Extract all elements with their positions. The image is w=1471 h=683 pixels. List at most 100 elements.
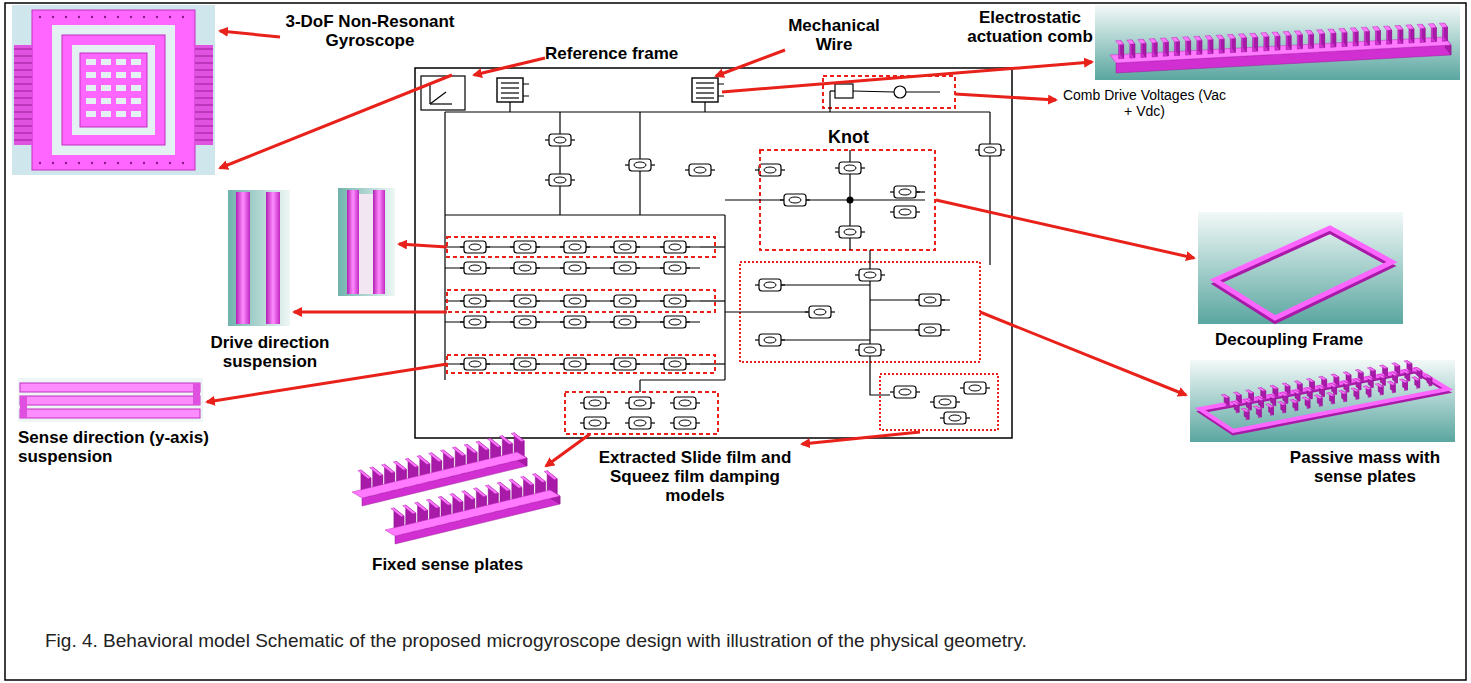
sense-plate <box>497 482 510 491</box>
beam-symbol <box>844 229 856 235</box>
frame-edge <box>1215 228 1392 318</box>
beam-symbol <box>589 400 601 406</box>
beam-symbol <box>614 241 636 253</box>
figure-caption: Fig. 4. Behavioral model Schematic of th… <box>45 630 1027 651</box>
beam-symbol <box>569 361 581 367</box>
gyro-comb <box>195 140 213 141</box>
beam-symbol <box>614 316 636 328</box>
beam-symbol <box>859 269 881 281</box>
beam-symbol <box>664 262 686 274</box>
wire <box>853 91 894 92</box>
wire <box>829 91 830 112</box>
beam-symbol <box>864 347 876 353</box>
gyro-frame <box>62 35 165 145</box>
wire <box>704 102 705 112</box>
wire <box>640 379 725 380</box>
sense-plate <box>1243 399 1251 403</box>
leader-arrow <box>980 312 1186 395</box>
gyro-slot <box>101 59 111 65</box>
source-symbol <box>894 86 906 98</box>
beam-symbol <box>549 174 571 186</box>
gyro-hole <box>91 16 93 18</box>
schematic <box>421 76 1005 434</box>
reference-frame-symbol <box>421 76 465 110</box>
wire <box>700 300 725 301</box>
beam-symbol <box>614 358 636 370</box>
group-outline <box>880 374 998 430</box>
comb-symbol <box>696 92 714 93</box>
beam-symbol <box>969 385 981 391</box>
source-symbol <box>835 84 853 98</box>
beam-symbol <box>519 244 531 250</box>
sense-plate <box>464 444 477 453</box>
wire <box>724 215 725 380</box>
picture-ground <box>228 190 290 326</box>
sense-plate <box>1412 377 1420 381</box>
comb-finger <box>1138 39 1146 43</box>
wire <box>870 362 890 395</box>
sense-plate <box>1400 379 1408 383</box>
callout-label: Mechanical Wire <box>778 16 890 54</box>
comb-finger <box>1116 40 1124 44</box>
group-outline <box>447 237 715 257</box>
beam-symbol <box>894 206 916 218</box>
beam-symbol <box>514 295 536 307</box>
callout-label: Sense direction (y-axis) suspension <box>18 428 233 466</box>
suspension-beam <box>20 409 200 418</box>
beam-symbol <box>564 358 586 370</box>
beam-symbol <box>519 319 531 325</box>
beam-symbol <box>614 295 636 307</box>
sense-plate <box>511 433 524 442</box>
sense-plate <box>405 458 418 467</box>
gyro-comb <box>195 98 213 99</box>
comb-symbol <box>501 82 519 83</box>
beam-symbol <box>519 298 531 304</box>
sense-plate <box>1253 406 1261 410</box>
gyro-slot <box>131 111 141 117</box>
gyro-hole <box>182 162 184 164</box>
sense-plate <box>544 471 557 480</box>
beam-symbol <box>679 420 691 426</box>
sense-plate <box>1341 381 1349 385</box>
sense-plate <box>1221 394 1229 398</box>
gyro-hole <box>65 16 67 18</box>
gyro-slot <box>116 72 126 78</box>
gyro-slot <box>86 72 96 78</box>
beam-symbol <box>814 309 826 315</box>
beam-symbol <box>919 294 941 306</box>
sense-plate <box>440 450 453 459</box>
callout-label: Decoupling Frame <box>1215 330 1363 349</box>
beam-symbol <box>564 316 586 328</box>
beam-symbol <box>949 415 961 421</box>
beam-symbol <box>894 386 916 398</box>
gyro-slot <box>131 98 141 104</box>
gyro-comb <box>195 70 213 71</box>
generated-art <box>12 5 1460 544</box>
gyro-comb <box>195 45 213 145</box>
beam-symbol <box>514 316 536 328</box>
sense-plate <box>1414 368 1422 372</box>
gyro-comb <box>14 133 32 134</box>
beam-symbol <box>689 164 711 176</box>
gyro-hole <box>52 162 54 164</box>
beam-symbol <box>924 297 936 303</box>
group-outline <box>760 150 935 250</box>
wire <box>850 199 925 200</box>
gyro-hole <box>39 162 41 164</box>
pin <box>718 84 724 85</box>
beam-symbol <box>944 412 966 424</box>
beam-symbol <box>469 244 481 250</box>
gyro-hole <box>169 162 171 164</box>
sense-plate <box>1246 390 1254 394</box>
comb-finger <box>1261 33 1269 37</box>
comb-finger <box>1339 28 1347 32</box>
beam-symbol <box>979 144 1001 156</box>
beam-symbol <box>899 389 911 395</box>
beam-symbol <box>629 159 651 171</box>
gyro-comb <box>195 133 213 134</box>
picture-ground <box>1198 212 1403 324</box>
wire <box>700 246 725 247</box>
sense-plate <box>393 461 406 470</box>
beam-symbol <box>764 167 776 173</box>
callout-label: Comb Drive Voltages (Vac + Vdc) <box>1062 88 1227 119</box>
